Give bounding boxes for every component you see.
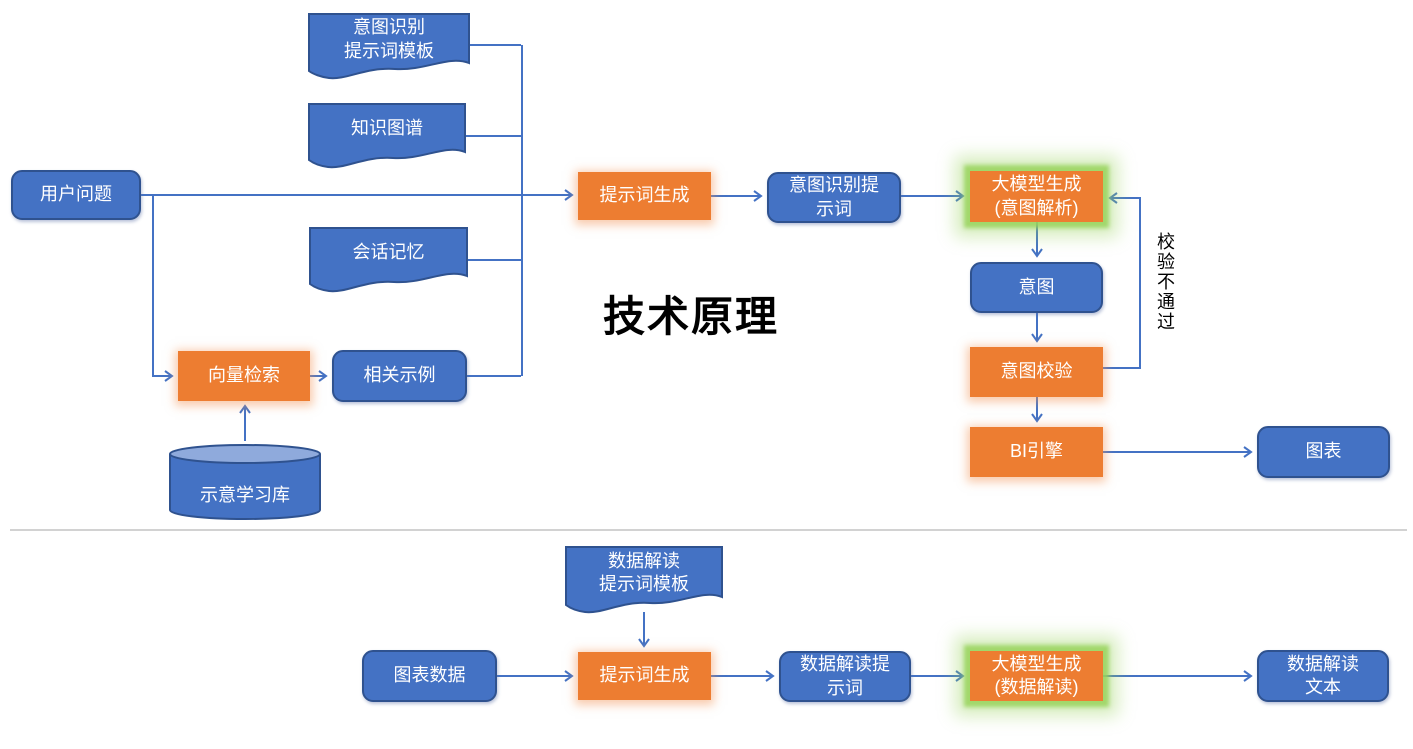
node-chart-output: 图表 [1257, 426, 1390, 478]
verification-failed-label: 校验不通过 [1155, 232, 1175, 332]
node-data-interpretation-prompt-label: 数据解读提 示词 [800, 653, 890, 699]
wave-document-shape [308, 103, 466, 169]
wave-document-shape [308, 13, 470, 80]
label-line-1: 数据解读提 [800, 654, 890, 675]
node-intent-prompt-template: 意图识别 提示词模板 [308, 13, 470, 80]
node-data-interpretation-text: 数据解读 文本 [1257, 650, 1389, 702]
label-line-2: 文本 [1305, 677, 1341, 697]
node-intent-prompt-template-label: 意图识别 提示词模板 [344, 16, 434, 62]
section-divider [10, 529, 1407, 531]
node-llm-intent-parsing-label: 大模型生成 (意图解析) [992, 173, 1082, 219]
node-intent-recognition-prompt: 意图识别提 示词 [767, 172, 901, 223]
node-llm-data-interpretation: 大模型生成 (数据解读) [970, 651, 1103, 701]
node-intent-recognition-prompt-label: 意图识别提 示词 [789, 174, 879, 220]
node-example-learning-db: 示意学习库 [168, 443, 322, 521]
label-line-1: 大模型生成 [991, 174, 1082, 195]
label-line-2: (意图解析) [994, 197, 1079, 218]
node-session-memory: 会话记忆 [309, 227, 468, 293]
label-line-2: 示词 [816, 198, 852, 219]
wave-document-shape [309, 227, 468, 293]
node-prompt-generation-top-label: 提示词生成 [599, 185, 690, 206]
wave-document-shape [565, 546, 723, 614]
node-session-memory-label: 会话记忆 [352, 242, 425, 263]
database-cylinder-shape [169, 444, 321, 520]
node-knowledge-graph: 知识图谱 [308, 103, 466, 169]
node-vector-search-label: 向量检索 [208, 365, 280, 386]
node-user-question: 用户问题 [11, 170, 141, 220]
label-line-1: 意图识别提 [789, 175, 879, 196]
node-related-examples: 相关示例 [332, 350, 467, 402]
node-intent: 意图 [970, 262, 1103, 313]
node-chart-output-label: 图表 [1305, 441, 1342, 462]
node-user-question-label: 用户问题 [40, 184, 112, 205]
connector-verification-failed-feedback [1103, 192, 1141, 369]
node-example-learning-db-label: 示意学习库 [200, 484, 290, 505]
node-prompt-generation-top: 提示词生成 [578, 172, 711, 220]
label-line-1: 意图识别 [353, 17, 425, 38]
node-chart-data: 图表数据 [362, 650, 497, 702]
node-data-interpretation-text-label: 数据解读 文本 [1287, 653, 1359, 699]
node-bi-engine: BI引擎 [970, 427, 1103, 477]
diagram-title: 技术原理 [603, 293, 780, 340]
node-intent-label: 意图 [1018, 276, 1055, 297]
node-data-interpretation-prompt: 数据解读提 示词 [779, 651, 911, 702]
node-prompt-generation-bottom: 提示词生成 [578, 652, 711, 700]
node-related-examples-label: 相关示例 [363, 365, 436, 386]
connector-user-question-to-vector-search [152, 195, 174, 382]
label-line-2: 示词 [827, 677, 863, 698]
node-chart-data-label: 图表数据 [393, 665, 466, 686]
label-line-2: 提示词模板 [344, 40, 434, 61]
label-line-2: 提示词模板 [599, 574, 689, 594]
node-intent-verification-label: 意图校验 [1000, 361, 1073, 382]
node-knowledge-graph-label: 知识图谱 [351, 118, 423, 139]
node-prompt-generation-bottom-label: 提示词生成 [599, 665, 690, 686]
label-line-2: (数据解读) [994, 677, 1079, 697]
node-llm-intent-parsing: 大模型生成 (意图解析) [970, 171, 1103, 222]
node-data-prompt-template-label: 数据解读 提示词模板 [599, 550, 689, 596]
node-llm-data-interpretation-label: 大模型生成 (数据解读) [992, 653, 1082, 699]
label-line-1: 数据解读 [1287, 653, 1359, 674]
label-line-1: 大模型生成 [991, 653, 1082, 674]
node-vector-search: 向量检索 [178, 351, 310, 401]
node-intent-verification: 意图校验 [970, 347, 1103, 397]
label-line-1: 数据解读 [608, 550, 680, 571]
node-bi-engine-label: BI引擎 [1009, 441, 1063, 462]
node-data-prompt-template: 数据解读 提示词模板 [565, 546, 723, 614]
